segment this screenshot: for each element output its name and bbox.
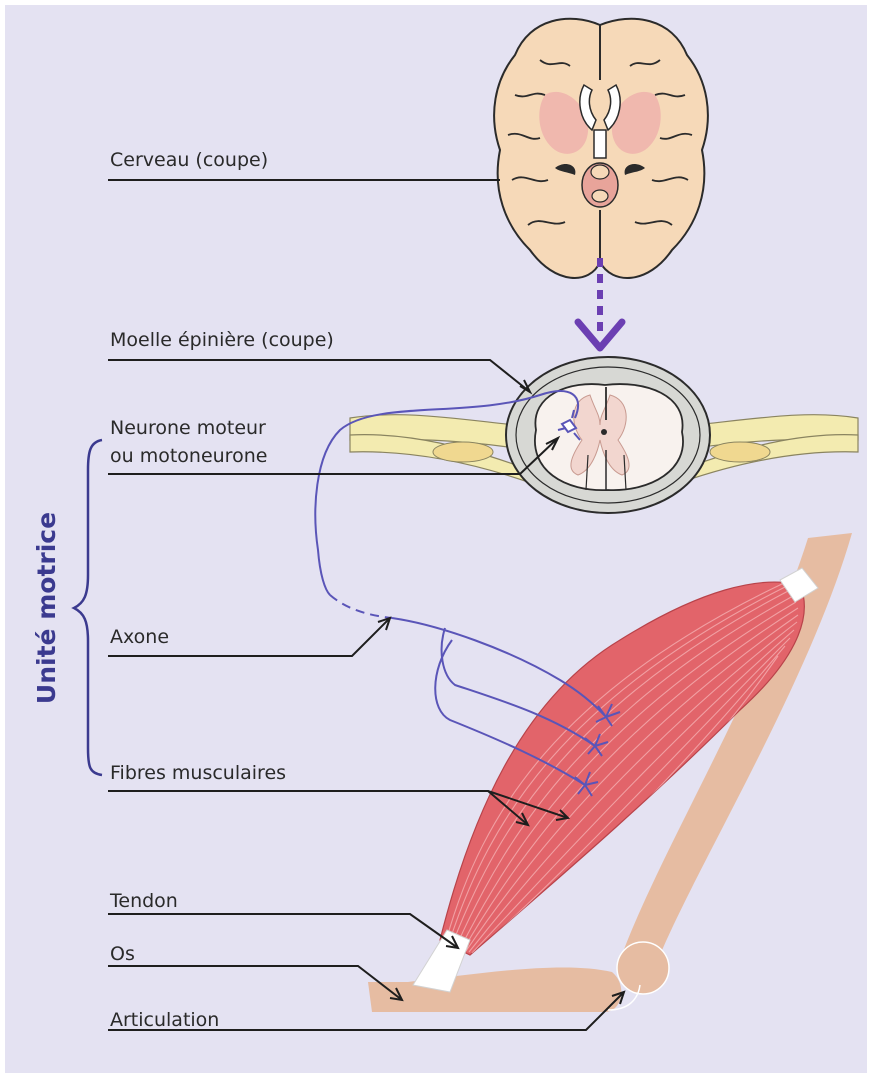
label-neurone-line2: ou motoneurone	[110, 445, 267, 467]
label-fibres-text: Fibres musculaires	[110, 762, 286, 784]
label-neurone-line1: Neurone moteur	[110, 417, 266, 439]
spinal-cord-section	[506, 357, 710, 513]
label-cerveau-text: Cerveau (coupe)	[110, 149, 268, 171]
label-articulation-text: Articulation	[110, 1009, 219, 1031]
label-moelle-text: Moelle épinière (coupe)	[110, 329, 334, 351]
brain-section	[494, 19, 708, 278]
label-os-text: Os	[110, 943, 135, 965]
label-tendon-text: Tendon	[109, 890, 178, 912]
motor-unit-label: Unité motrice	[32, 512, 61, 704]
label-axone-text: Axone	[110, 626, 169, 648]
